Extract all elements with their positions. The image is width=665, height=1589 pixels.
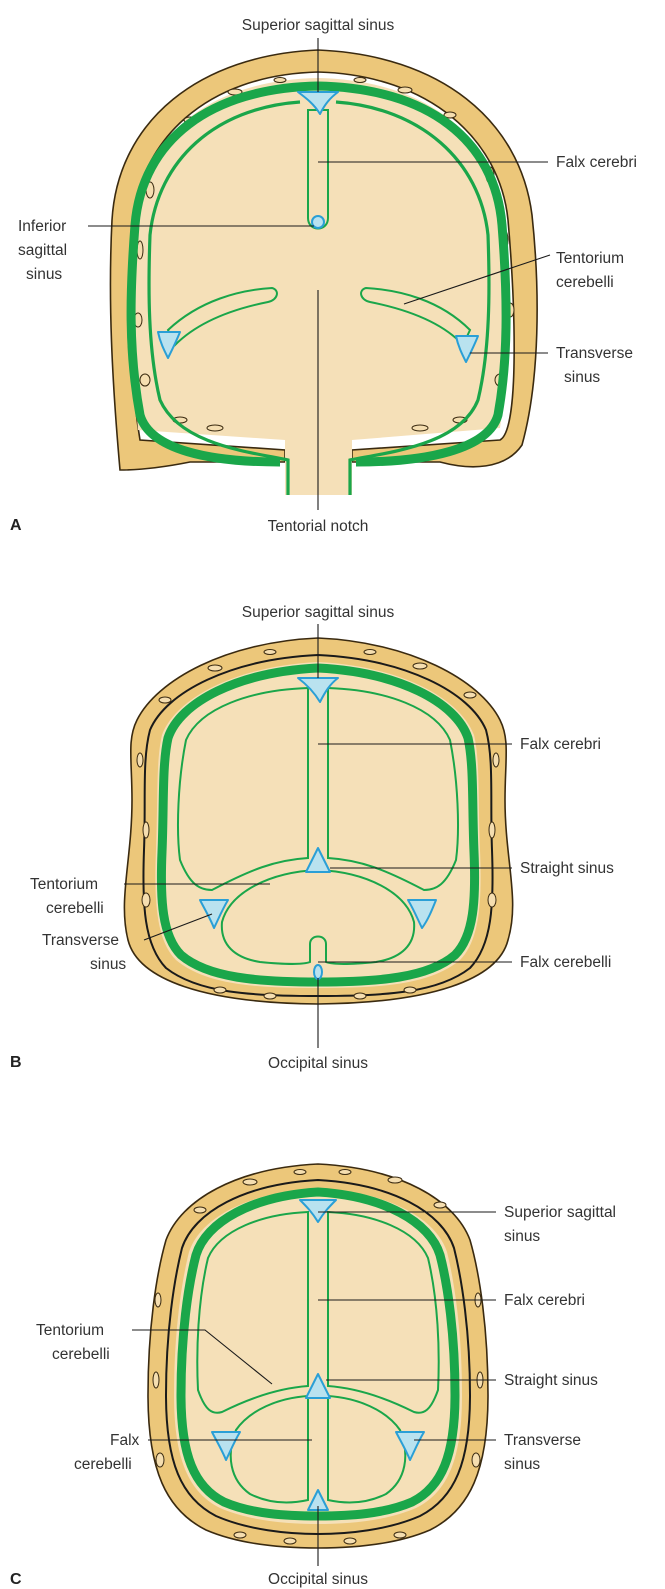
panel-b-label-transverse-sinus-2: sinus bbox=[90, 956, 126, 973]
panel-c-label-transverse-sinus-2: sinus bbox=[504, 1456, 540, 1473]
panel-c-label-tentorium-cerebelli-1: Tentorium bbox=[36, 1322, 104, 1339]
panel-c: Superior sagittal sinus Falx cerebri Ten… bbox=[10, 1164, 616, 1588]
panel-a-label-tentorium-cerebelli-1: Tentorium bbox=[556, 250, 624, 267]
panel-b-label-occipital-sinus: Occipital sinus bbox=[268, 1055, 368, 1072]
panel-a-label-tentorial-notch: Tentorial notch bbox=[268, 518, 369, 535]
panel-a-falx-cerebri bbox=[308, 110, 328, 229]
panel-b-occipital-sinus bbox=[314, 965, 322, 979]
panel-b-label-falx-cerebri: Falx cerebri bbox=[520, 736, 601, 753]
panel-c-letter: C bbox=[10, 1571, 22, 1588]
panel-b-label-superior-sagittal-sinus: Superior sagittal sinus bbox=[242, 604, 395, 621]
panel-c-label-falx-cerebelli-1: Falx bbox=[110, 1432, 140, 1449]
panel-c-label-falx-cerebri: Falx cerebri bbox=[504, 1292, 585, 1309]
panel-c-label-tentorium-cerebelli-2: cerebelli bbox=[52, 1346, 110, 1363]
panel-a-label-superior-sagittal-sinus: Superior sagittal sinus bbox=[242, 17, 395, 34]
panel-a-label-inferior-sagittal-sinus-1: Inferior bbox=[18, 218, 66, 235]
panel-a: Superior sagittal sinus Falx cerebri Inf… bbox=[10, 17, 637, 535]
panel-a-label-tentorium-cerebelli-2: cerebelli bbox=[556, 274, 614, 291]
panel-b-label-straight-sinus: Straight sinus bbox=[520, 860, 614, 877]
panel-b-label-falx-cerebelli: Falx cerebelli bbox=[520, 954, 611, 971]
panel-a-label-inferior-sagittal-sinus-2: sagittal bbox=[18, 242, 67, 259]
panel-a-letter: A bbox=[10, 517, 22, 534]
panel-c-label-superior-sagittal-sinus-1: Superior sagittal bbox=[504, 1204, 616, 1221]
panel-b-label-tentorium-cerebelli-1: Tentorium bbox=[30, 876, 98, 893]
panel-a-label-falx-cerebri: Falx cerebri bbox=[556, 154, 637, 171]
panel-c-label-occipital-sinus: Occipital sinus bbox=[268, 1571, 368, 1588]
panel-c-label-superior-sagittal-sinus-2: sinus bbox=[504, 1228, 540, 1245]
panel-a-label-inferior-sagittal-sinus-3: sinus bbox=[26, 266, 62, 283]
panel-b-label-tentorium-cerebelli-2: cerebelli bbox=[46, 900, 104, 917]
panel-a-label-transverse-sinus-1: Transverse bbox=[556, 345, 633, 362]
panel-a-label-transverse-sinus-2: sinus bbox=[564, 369, 600, 386]
panel-b-letter: B bbox=[10, 1054, 22, 1071]
panel-b: Superior sagittal sinus Falx cerebri Str… bbox=[10, 604, 614, 1072]
panel-c-label-transverse-sinus-1: Transverse bbox=[504, 1432, 581, 1449]
panel-c-label-falx-cerebelli-2: cerebelli bbox=[74, 1456, 132, 1473]
panel-b-label-transverse-sinus-1: Transverse bbox=[42, 932, 119, 949]
panel-c-label-straight-sinus: Straight sinus bbox=[504, 1372, 598, 1389]
